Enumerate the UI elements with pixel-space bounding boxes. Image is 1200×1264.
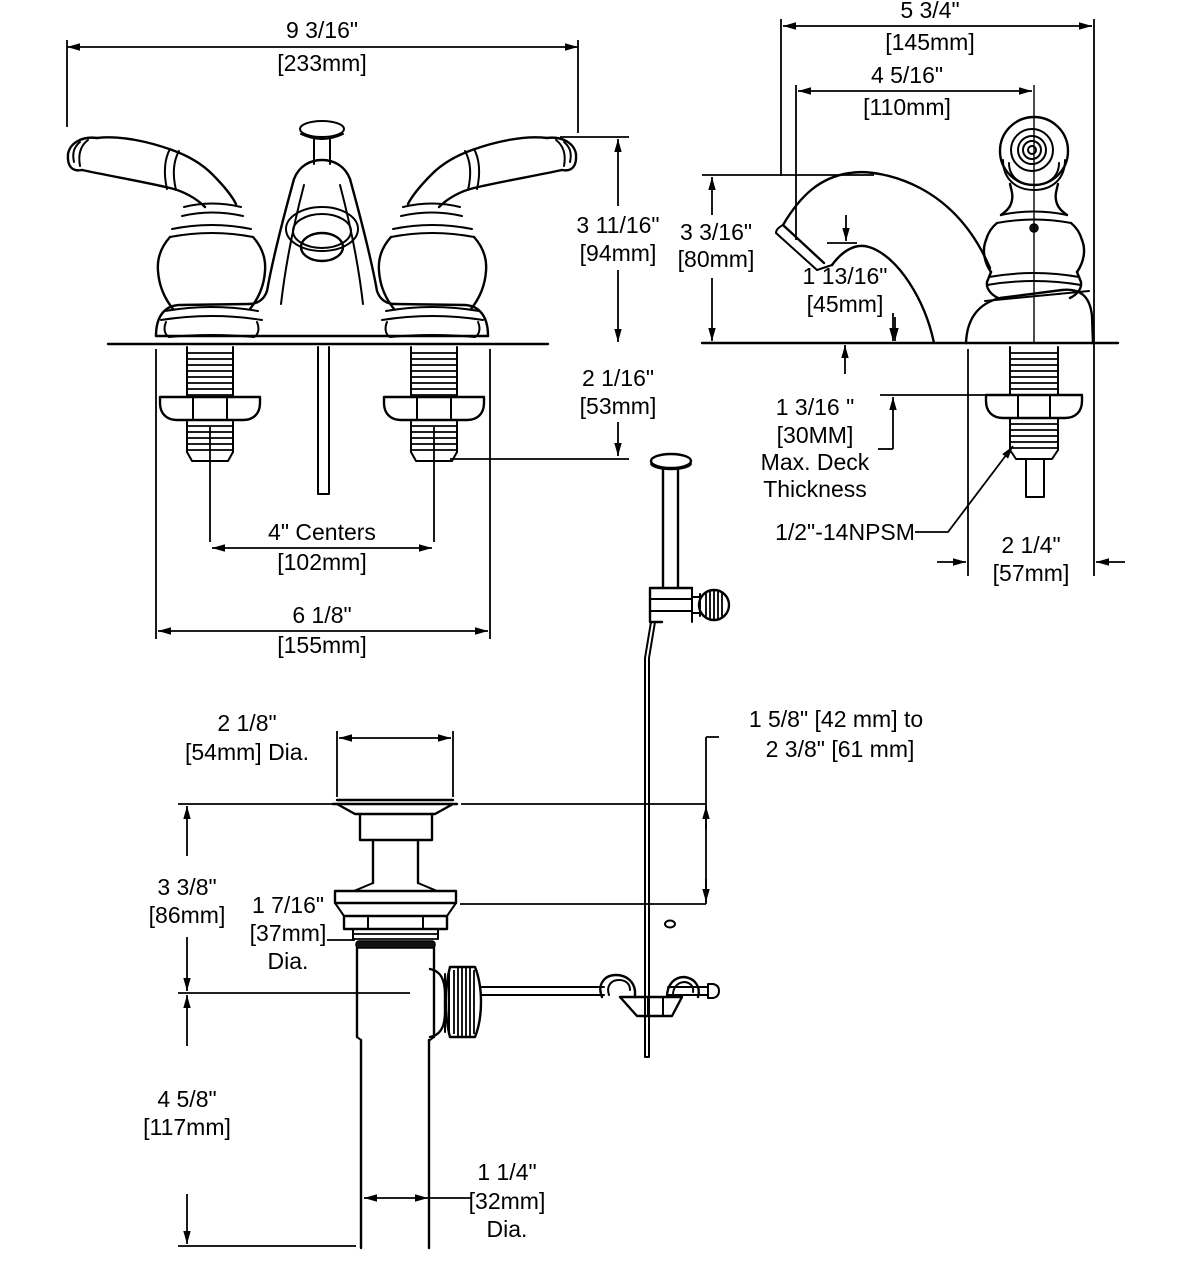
- front-faucet-body: [106, 120, 550, 495]
- dim-drain-lower-height-mm: [117mm]: [143, 1114, 231, 1140]
- dim-drain-adjust-range-1: 1 5/8" [42 mm] to: [749, 706, 923, 732]
- dim-drain-adjust-range-2: 2 3/8" [61 mm]: [766, 736, 915, 762]
- dim-front-shank-length-in: 2 1/16": [582, 365, 654, 391]
- dim-front-base-width-in: 6 1/8": [292, 602, 351, 628]
- dim-drain-tailpiece-dia-label: Dia.: [487, 1216, 528, 1242]
- dim-front-handle-height-mm: [94mm]: [580, 240, 657, 266]
- front-liftrod-knob: [299, 120, 345, 165]
- dim-side-deck-thickness-in: 1 3/16 ": [776, 394, 855, 420]
- drain-gasket: [355, 940, 436, 949]
- drain-tailpiece: [359, 1038, 431, 1250]
- dim-side-overall-depth-in: 5 3/4": [900, 0, 959, 23]
- front-right-handle-assembly: [377, 136, 578, 463]
- dim-drain-thread-dia-mm: [37mm]: [250, 920, 327, 946]
- side-faucet-body: [700, 115, 1120, 498]
- dim-drain-tailpiece-dia-in: 1 1/4": [477, 1159, 536, 1185]
- front-base: [154, 302, 251, 338]
- drain-body: [178, 452, 731, 1250]
- dim-side-deck-thickness-mm: [30MM]: [777, 422, 854, 448]
- side-shank: [984, 346, 1084, 498]
- dim-side-overall-depth-mm: [145mm]: [885, 29, 974, 55]
- drain-lift-rod: [644, 452, 731, 1058]
- side-view: 5 3/4" [145mm] 4 5/16" [110mm] 3 3/16" […: [678, 0, 1125, 586]
- dim-front-overall-width-in: 9 3/16": [286, 17, 358, 43]
- dim-drain-upper-height-mm: [86mm]: [149, 902, 226, 928]
- dim-drain-thread-dia-in: 1 7/16": [252, 892, 324, 918]
- front-aerator: [285, 206, 359, 263]
- dim-side-spout-height-mm: [80mm]: [678, 246, 755, 272]
- dim-side-base-depth-in: 2 1/4": [1001, 532, 1060, 558]
- dim-front-centers-mm: [102mm]: [277, 549, 366, 575]
- side-spout: [775, 170, 992, 345]
- dim-side-spout-reach-in: 4 5/16": [871, 62, 943, 88]
- front-popup-rod: [317, 346, 330, 495]
- dim-drain-flange-dia-mm: [54mm] Dia.: [185, 739, 309, 765]
- dim-drain-flange-dia-in: 2 1/8": [217, 710, 276, 736]
- handle-shank: [158, 346, 262, 462]
- dim-drain-tailpiece-dia-mm: [32mm]: [469, 1188, 546, 1214]
- dim-side-base-depth-mm: [57mm]: [993, 560, 1070, 586]
- drain-strap: [644, 621, 656, 1058]
- front-view: 9 3/16" [233mm] 3 11/16" [94mm] 2 1/16" …: [66, 17, 660, 658]
- front-left-handle-assembly: [66, 136, 267, 462]
- dim-drain-thread-dia-label: Dia.: [268, 948, 309, 974]
- dim-side-spout-reach-mm: [110mm]: [863, 94, 951, 120]
- front-dimensions: 9 3/16" [233mm] 3 11/16" [94mm] 2 1/16" …: [66, 17, 660, 658]
- dim-side-spout-clearance-in: 1 13/16": [803, 263, 888, 289]
- dim-front-handle-height-in: 3 11/16": [576, 212, 659, 238]
- drain-dimensions: 2 1/8" [54mm] Dia. 1 5/8" [42 mm] to 2 3…: [143, 706, 923, 1244]
- handle-bell: [183, 202, 242, 208]
- dim-drain-lower-height-in: 4 5/8": [157, 1086, 216, 1112]
- dim-side-deck-thickness-label1: Max. Deck: [761, 449, 870, 475]
- front-spout-hub: [247, 177, 296, 306]
- drain-pivot-nut: [428, 965, 483, 1039]
- dim-front-overall-width-mm: [233mm]: [277, 50, 366, 76]
- dim-side-spout-clearance-mm: [45mm]: [807, 291, 884, 317]
- dim-drain-upper-height-in: 3 3/8": [157, 874, 216, 900]
- dim-front-base-width-mm: [155mm]: [277, 632, 366, 658]
- handle-lever: [95, 136, 238, 206]
- label-side-shank-thread: 1/2"-14NPSM: [775, 519, 915, 545]
- dim-front-shank-length-mm: [53mm]: [580, 393, 657, 419]
- drain-flange: [331, 798, 459, 816]
- dim-side-deck-thickness-label2: Thickness: [763, 476, 867, 502]
- dim-side-spout-height-in: 3 3/16": [680, 219, 752, 245]
- dim-front-centers-in: 4" Centers: [268, 519, 376, 545]
- side-base: [964, 288, 1095, 345]
- drain-view: 2 1/8" [54mm] Dia. 1 5/8" [42 mm] to 2 3…: [143, 452, 923, 1250]
- drain-pivot-rod: [480, 973, 720, 1018]
- side-dimensions: 5 3/4" [145mm] 4 5/16" [110mm] 3 3/16" […: [678, 0, 1125, 586]
